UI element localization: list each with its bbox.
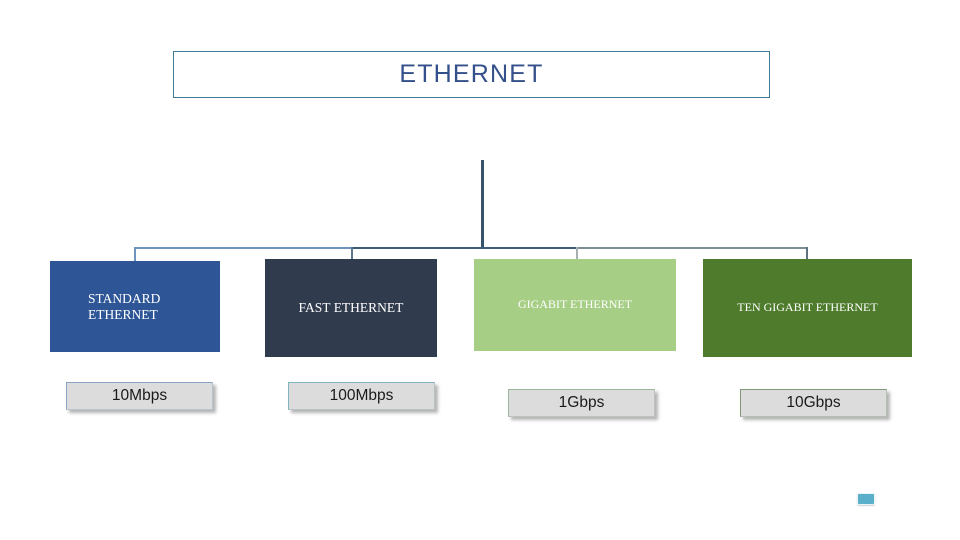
node-label-standard-ethernet: STANDARD ETHERNET: [88, 291, 161, 322]
node-standard-ethernet[interactable]: STANDARD ETHERNET: [50, 261, 220, 352]
slide-title-box: ETHERNET: [173, 51, 770, 98]
small-blue-tag-icon: [857, 493, 875, 505]
connector-bar-segment-midleft: [351, 247, 482, 249]
speed-chip-gigabit-ethernet[interactable]: 1Gbps: [508, 389, 655, 417]
speed-chip-standard-ethernet[interactable]: 10Mbps: [66, 382, 213, 410]
connector-bar-segment-midright: [481, 247, 577, 249]
page-title: ETHERNET: [399, 60, 544, 88]
node-fast-ethernet[interactable]: FAST ETHERNET: [265, 259, 437, 357]
speed-value-standard-ethernet: 10Mbps: [111, 387, 168, 404]
node-label-gigabit-ethernet: GIGABIT ETHERNET: [517, 297, 633, 312]
connector-trunk-vertical: [481, 160, 484, 249]
node-label-fast-ethernet: FAST ETHERNET: [298, 300, 404, 316]
speed-chip-fast-ethernet[interactable]: 100Mbps: [288, 382, 435, 410]
speed-chip-ten-gigabit-ethernet[interactable]: 10Gbps: [740, 389, 887, 417]
connector-bar-segment-right: [576, 247, 808, 249]
node-gigabit-ethernet[interactable]: GIGABIT ETHERNET: [474, 259, 676, 351]
connector-drop-fast-ethernet: [351, 247, 353, 260]
connector-bar-segment-left: [134, 247, 351, 249]
connector-drop-standard-ethernet: [134, 247, 136, 262]
speed-value-ten-gigabit-ethernet: 10Gbps: [786, 394, 841, 411]
speed-value-fast-ethernet: 100Mbps: [329, 387, 394, 404]
connector-drop-ten-gigabit-ethernet: [806, 247, 808, 260]
connector-drop-gigabit-ethernet: [576, 247, 578, 260]
node-label-ten-gigabit-ethernet: TEN GIGABIT ETHERNET: [737, 300, 878, 315]
node-ten-gigabit-ethernet[interactable]: TEN GIGABIT ETHERNET: [703, 259, 912, 357]
speed-value-gigabit-ethernet: 1Gbps: [558, 394, 605, 411]
